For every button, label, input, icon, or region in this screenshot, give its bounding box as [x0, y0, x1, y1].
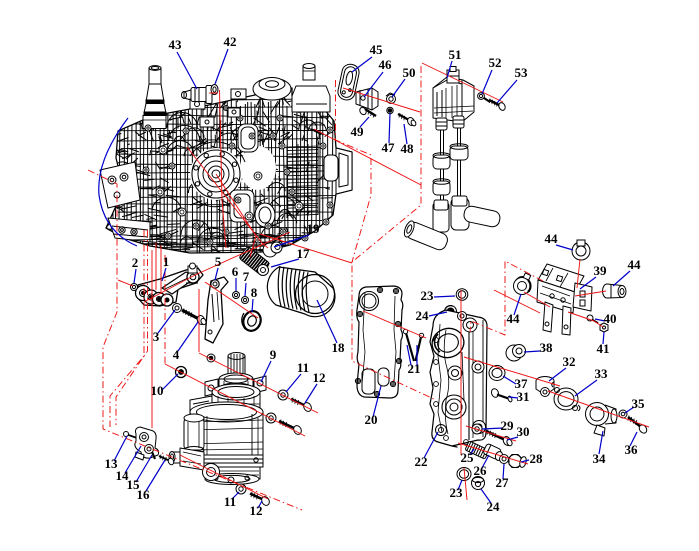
svg-text:37: 37: [515, 376, 529, 391]
svg-text:5: 5: [215, 254, 222, 269]
svg-text:25: 25: [461, 450, 475, 465]
svg-text:7: 7: [243, 269, 250, 284]
svg-text:15: 15: [127, 477, 141, 492]
svg-text:10: 10: [151, 383, 164, 398]
svg-text:31: 31: [517, 389, 530, 404]
svg-text:12: 12: [250, 503, 263, 518]
svg-text:34: 34: [593, 451, 607, 466]
svg-text:50: 50: [403, 65, 416, 80]
svg-text:33: 33: [595, 366, 609, 381]
svg-text:8: 8: [251, 285, 258, 300]
svg-text:22: 22: [415, 454, 428, 469]
svg-text:23: 23: [450, 485, 464, 500]
svg-text:19: 19: [307, 221, 321, 236]
svg-text:3: 3: [153, 329, 160, 344]
svg-text:49: 49: [351, 124, 365, 139]
svg-text:9: 9: [270, 347, 277, 362]
svg-text:45: 45: [370, 42, 384, 57]
svg-text:47: 47: [382, 140, 396, 155]
svg-text:1: 1: [163, 254, 170, 269]
svg-text:36: 36: [625, 442, 639, 457]
svg-text:14: 14: [116, 468, 130, 483]
svg-text:35: 35: [632, 396, 646, 411]
svg-text:52: 52: [489, 55, 502, 70]
svg-text:42: 42: [224, 34, 237, 49]
svg-text:51: 51: [449, 47, 462, 62]
svg-text:26: 26: [474, 463, 488, 478]
svg-text:20: 20: [365, 412, 378, 427]
svg-text:11: 11: [224, 494, 236, 509]
svg-text:28: 28: [530, 451, 544, 466]
svg-text:40: 40: [604, 311, 617, 326]
svg-text:29: 29: [501, 418, 515, 433]
svg-text:18: 18: [332, 340, 346, 355]
svg-text:11: 11: [297, 360, 309, 375]
svg-text:4: 4: [173, 347, 180, 362]
svg-text:53: 53: [515, 65, 529, 80]
svg-text:46: 46: [379, 57, 393, 72]
svg-text:41: 41: [597, 341, 610, 356]
svg-text:24: 24: [487, 499, 501, 514]
svg-text:27: 27: [496, 475, 510, 490]
svg-text:43: 43: [169, 37, 183, 52]
svg-text:12: 12: [313, 370, 326, 385]
svg-text:32: 32: [563, 354, 576, 369]
svg-text:44: 44: [628, 257, 642, 272]
svg-text:17: 17: [297, 246, 311, 261]
svg-text:30: 30: [517, 424, 530, 439]
svg-text:44: 44: [507, 311, 521, 326]
svg-text:44: 44: [545, 231, 559, 246]
svg-text:16: 16: [137, 487, 151, 502]
svg-text:39: 39: [594, 263, 608, 278]
svg-text:48: 48: [401, 141, 415, 156]
svg-text:38: 38: [540, 340, 554, 355]
svg-text:23: 23: [421, 288, 435, 303]
svg-text:6: 6: [232, 264, 239, 279]
svg-text:2: 2: [132, 255, 139, 270]
svg-text:13: 13: [105, 456, 119, 471]
svg-text:21: 21: [408, 361, 421, 376]
svg-text:24: 24: [416, 308, 430, 323]
